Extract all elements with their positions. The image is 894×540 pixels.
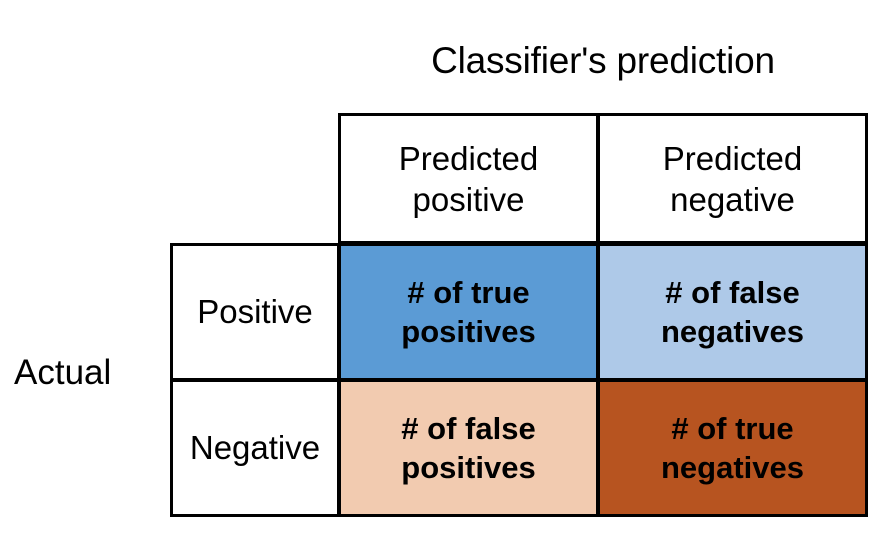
prediction-axis-title: Classifier's prediction bbox=[431, 40, 775, 81]
cell-true-negatives-label: # of true negatives bbox=[660, 411, 804, 485]
row-header-actual-positive-label: Positive bbox=[197, 293, 313, 330]
actual-axis-title: Actual bbox=[14, 353, 112, 392]
column-header-predicted-positive: Predicted positive bbox=[338, 113, 599, 244]
row-header-actual-positive: Positive bbox=[170, 243, 340, 381]
cell-false-positives: # of false positives bbox=[338, 379, 599, 517]
column-header-predicted-negative: Predicted negative bbox=[597, 113, 868, 244]
cell-false-negatives: # of false negatives bbox=[597, 243, 868, 381]
cell-false-positives-label: # of false positives bbox=[401, 411, 536, 485]
cell-true-positives: # of true positives bbox=[338, 243, 599, 381]
row-header-actual-negative: Negative bbox=[170, 379, 340, 517]
cell-true-positives-label: # of true positives bbox=[401, 275, 536, 349]
column-header-predicted-negative-label: Predicted negative bbox=[662, 139, 803, 218]
cell-false-negatives-label: # of false negatives bbox=[660, 275, 804, 349]
row-header-actual-negative-label: Negative bbox=[189, 429, 321, 466]
column-header-predicted-positive-label: Predicted positive bbox=[398, 139, 539, 218]
cell-true-negatives: # of true negatives bbox=[597, 379, 868, 517]
